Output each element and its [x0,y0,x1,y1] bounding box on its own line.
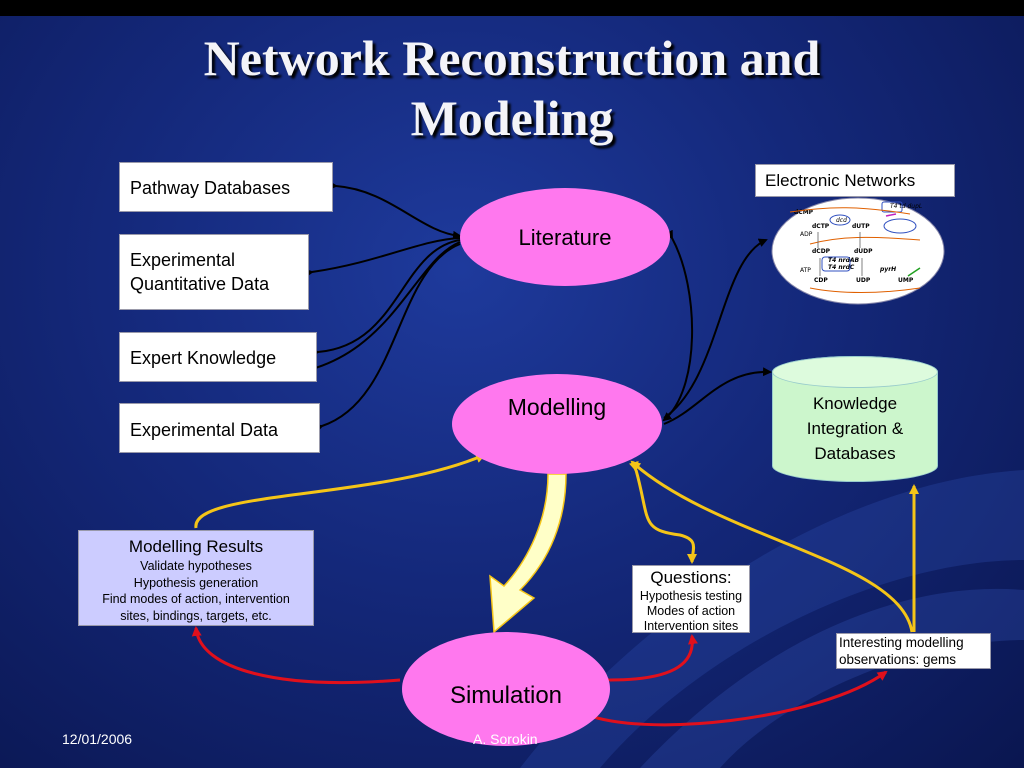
network-label: T4 nrdAB [828,257,860,264]
interesting-observations-box: Interesting modelling observations: gems [836,633,991,669]
interesting-line2: observations: gems [839,652,957,667]
questions-item: Modes of action [646,604,736,618]
arrow-modelling-simulation [489,473,567,634]
arrow-interesting-modelling [630,460,914,633]
exp-quant-line2: Quantitative Data [130,274,270,294]
expert-knowledge-label: Expert Knowledge [130,348,277,368]
arrow-pathway-literature [328,180,462,240]
top-bar [0,0,1024,16]
results-item: sites, bindings, targets, etc. [120,608,272,623]
literature-label: Literature [518,225,612,250]
network-label: ADP [800,231,813,238]
arrow-literature-modelling [662,229,694,422]
knowledge-line1: Knowledge [812,394,898,413]
pathway-databases-box: Pathway Databases [119,162,333,212]
modelling-node: Modelling [452,374,662,474]
pathway-databases-label: Pathway Databases [130,178,291,198]
arrow-modelling-questions [629,460,698,564]
arrow-simulation-results [191,626,401,685]
arrow-simulation-questions [601,634,698,686]
network-label: dUDP [854,248,873,255]
results-heading: Modelling Results [128,537,264,556]
questions-heading: Questions: [650,568,732,587]
experimental-data-box: Experimental Data [119,403,320,453]
modelling-label: Modelling [507,394,607,420]
footer-author: A. Sorokin [473,731,538,747]
cylinder-top [772,356,938,388]
experimental-data-label: Experimental Data [130,420,279,440]
network-label: dCTP [812,223,830,230]
network-label: ATP [800,267,811,274]
network-diagram-image: dCMP dCTP dUTP dCDP dUDP UDP UMP CDP ATP… [771,197,945,305]
network-label: pyrH [879,266,896,273]
network-label: T4 nrdC [828,264,855,271]
arrow-modelling-knowledge [663,367,772,425]
interesting-line1: Interesting modelling [839,635,964,650]
network-label: UDP [856,277,871,284]
knowledge-line3: Databases [814,444,896,463]
knowledge-databases-cylinder: Knowledge Integration & Databases [772,356,938,482]
results-item: Hypothesis generation [133,575,259,590]
network-label: dUTP [852,223,870,230]
simulation-node: Simulation [402,632,610,746]
arrow-simulation-interesting [579,670,888,727]
experimental-quantitative-box: Experimental Quantitative Data [119,234,309,310]
electronic-networks-label: Electronic Networks [765,171,916,190]
slide-title: Network Reconstruction and Modeling [0,28,1024,148]
network-label: dCDP [812,248,831,255]
expert-knowledge-box: Expert Knowledge [119,332,317,382]
questions-item: Hypothesis testing [639,589,743,603]
results-item: Find modes of action, intervention [102,592,290,606]
arrow-expquant-literature [304,237,461,278]
results-item: Validate hypotheses [140,559,252,573]
arrow-expdata-literature [313,243,461,433]
network-label: T4 td dupL [890,203,922,210]
arrow-modelling-electronic [663,238,768,419]
arrow-expert-literature-1 [310,239,461,358]
questions-box: Questions: Hypothesis testing Modes of a… [632,565,750,633]
exp-quant-line1: Experimental [130,250,236,270]
title-line-1: Network Reconstruction and [203,30,821,86]
network-label: CDP [814,277,828,284]
questions-item: Intervention sites [643,619,739,633]
network-label: UMP [898,277,914,284]
simulation-label: Simulation [449,682,563,709]
knowledge-line2: Integration & [806,419,904,438]
arrow-results-modelling [194,453,486,529]
network-label: dCMP [794,209,814,216]
literature-node: Literature [460,188,670,286]
network-label: dcd [836,217,847,224]
title-line-2: Modeling [410,90,614,146]
electronic-networks-box: Electronic Networks [755,164,955,197]
footer-date: 12/01/2006 [62,731,133,747]
modelling-results-box: Modelling Results Validate hypotheses Hy… [78,530,314,626]
